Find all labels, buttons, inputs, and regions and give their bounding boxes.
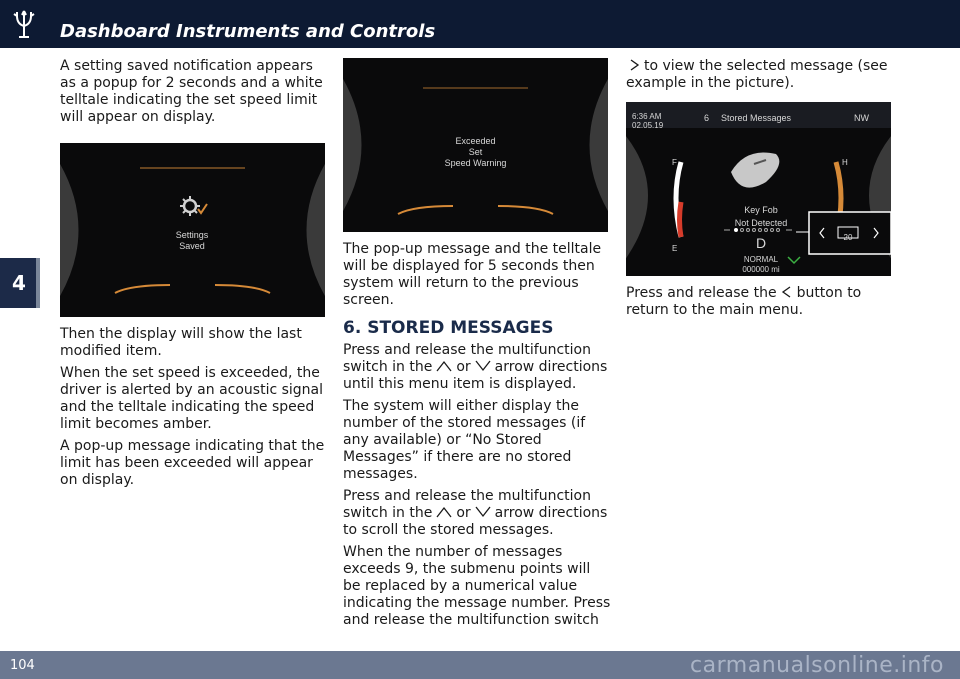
chapter-tab: 4	[0, 258, 40, 308]
speed-warning-figure: Exceeded Set Speed Warning	[343, 58, 608, 232]
watermark: carmanualsonline.info	[690, 653, 944, 678]
paragraph: to view the selected message (see exampl…	[626, 58, 888, 91]
fuel-empty-label: E	[672, 244, 678, 253]
page-header: Dashboard Instruments and Controls	[0, 0, 960, 48]
paragraph: When the set speed is exceeded, the driv…	[60, 365, 324, 432]
date: 02.05.19	[632, 121, 664, 130]
page-footer: 104 carmanualsonline.info	[0, 651, 960, 679]
gear-indicator: D	[755, 235, 767, 251]
arrow-up-icon	[436, 360, 452, 372]
stored-messages-figure: 6:36 AM 02.05.19 6 Stored Messages NW F …	[626, 102, 891, 276]
figure-label: Settings	[175, 230, 209, 240]
message-count: 6	[704, 113, 710, 123]
compass: NW	[854, 113, 869, 123]
drive-mode: NORMAL	[743, 255, 779, 264]
column-3: to view the selected message (see exampl…	[626, 58, 894, 324]
arrow-left-icon	[781, 286, 793, 298]
light-icon	[787, 256, 801, 265]
arrow-down-icon	[475, 506, 491, 518]
figure-label: Exceeded	[455, 136, 496, 146]
key-fob-icon	[731, 152, 780, 188]
odometer: 000000 mi	[742, 265, 780, 274]
paragraph: A pop-up message indicating that the lim…	[60, 438, 325, 488]
paragraph: The system will either display the numbe…	[343, 398, 586, 482]
figure-label: Saved	[179, 241, 205, 251]
section-heading: 6. STORED MESSAGES	[343, 318, 554, 338]
settings-saved-figure: Settings Saved	[60, 143, 325, 317]
section-title: Dashboard Instruments and Controls	[60, 21, 436, 42]
arrow-right-icon	[628, 59, 640, 71]
column-2: Exceeded Set Speed Warning The pop-up me…	[343, 58, 611, 634]
trident-icon	[13, 10, 35, 38]
arrow-up-icon	[436, 506, 452, 518]
paragraph: When the number of messages exceeds 9, t…	[343, 544, 611, 628]
gear-check-icon	[180, 196, 208, 216]
figure-label: Speed Warning	[444, 158, 507, 168]
paragraph: Press and release the multifunction swit…	[343, 342, 608, 392]
callout-number: 20	[843, 233, 853, 242]
fuel-full-label: F	[672, 158, 677, 167]
page-number: 104	[10, 658, 35, 673]
paragraph: The pop-up message and the telltale will…	[343, 241, 602, 308]
column-1: A setting saved notification appears as …	[60, 58, 328, 494]
paragraph: Then the display will show the last modi…	[60, 326, 302, 359]
paragraph: A setting saved notification appears as …	[60, 58, 323, 125]
arrow-down-icon	[475, 360, 491, 372]
paragraph: Press and release the multifunction swit…	[343, 488, 608, 538]
figure-label: Set	[468, 147, 483, 157]
menu-title: Stored Messages	[721, 113, 792, 123]
chapter-number: 4	[12, 271, 26, 295]
clock: 6:36 AM	[632, 112, 662, 121]
temp-hot-label: H	[842, 158, 848, 167]
message-line: Not Detected	[734, 218, 788, 228]
message-line: Key Fob	[744, 205, 778, 215]
